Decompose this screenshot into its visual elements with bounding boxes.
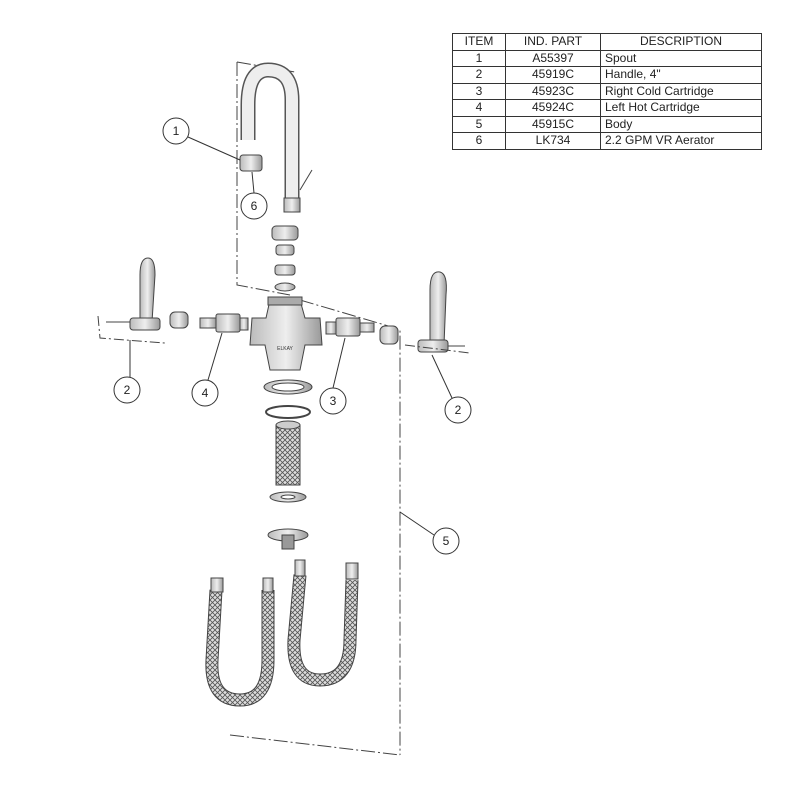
- callout-number: 3: [330, 394, 337, 408]
- callout-3: 3: [319, 387, 347, 415]
- aerator: [239, 154, 263, 172]
- callout-6: 6: [240, 192, 268, 220]
- left-handle: [97, 257, 189, 344]
- callout-5: 5: [432, 527, 460, 555]
- callout-4: 4: [191, 379, 219, 407]
- callout-2-right: 2: [444, 396, 472, 424]
- cold-cartridge: [325, 317, 375, 337]
- faucet-body: ELKAY: [249, 296, 323, 371]
- callout-number: 1: [173, 124, 180, 138]
- right-handle: [379, 271, 471, 354]
- description-cell: 2.2 GPM VR Aerator: [600, 132, 762, 150]
- leader-lines: [129, 136, 453, 536]
- body-brand-label: ELKAY: [277, 346, 293, 352]
- callout-2-left: 2: [113, 376, 141, 404]
- spout: [240, 62, 313, 213]
- callout-number: 2: [124, 383, 131, 397]
- spout-fittings: [271, 225, 299, 292]
- lower-components: [263, 379, 313, 550]
- description-cell: Handle, 4": [600, 66, 762, 84]
- callout-number: 4: [202, 386, 209, 400]
- description-cell: Left Hot Cartridge: [600, 99, 762, 117]
- supply-hoses: [205, 559, 359, 707]
- callout-number: 2: [455, 403, 462, 417]
- part-cell: LK734: [505, 132, 601, 150]
- callout-number: 6: [251, 199, 258, 213]
- callout-number: 5: [443, 534, 450, 548]
- callout-1: 1: [162, 117, 190, 145]
- hot-cartridge: [199, 313, 249, 333]
